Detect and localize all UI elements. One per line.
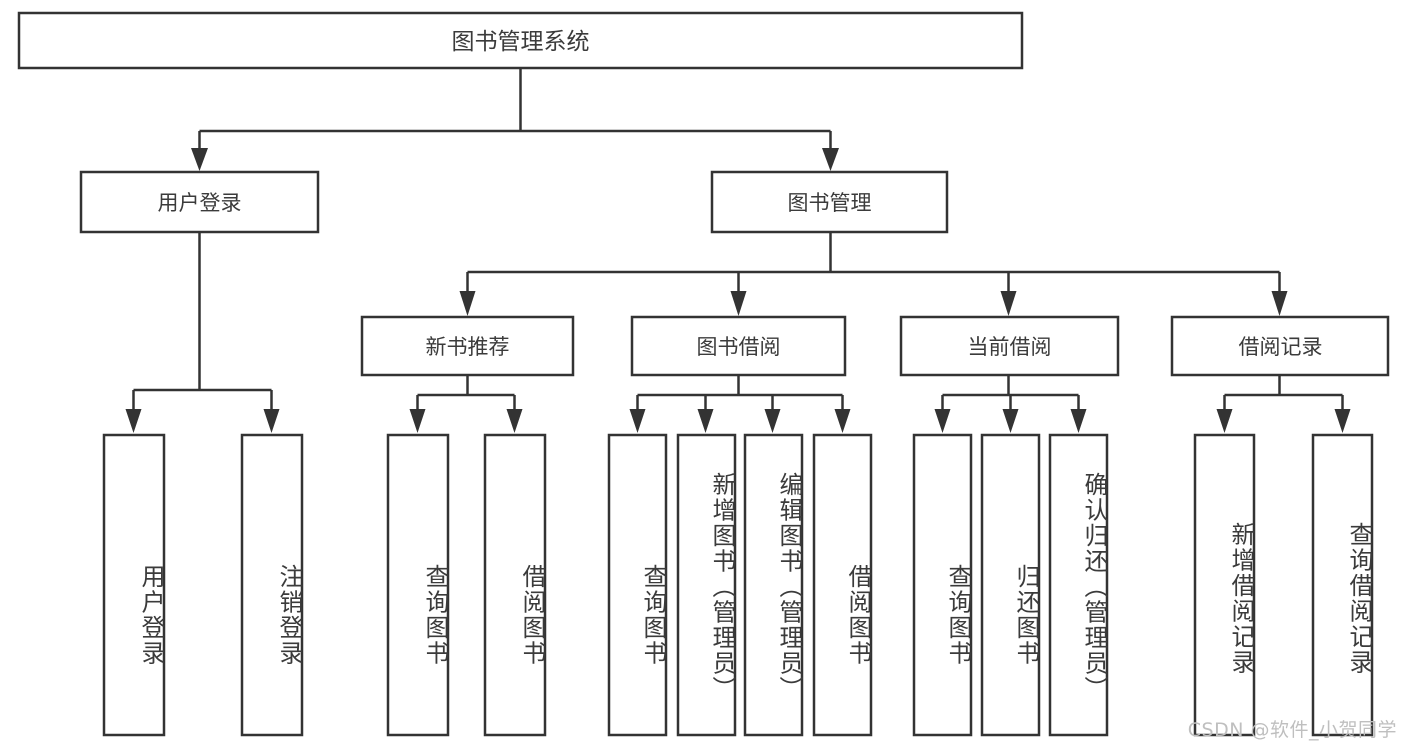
arrow-head-bb-leaf-3 [764,409,781,433]
connector-layer [125,68,1351,433]
arrow-head-nb-leaf-2 [506,409,523,433]
node-leaf-nb-query-book-box[interactable] [386,433,450,737]
node-leaf-logout-box[interactable] [240,433,304,737]
node-book-borrow-box[interactable] [630,315,847,377]
arrow-head-br-leaf-2 [1334,409,1351,433]
node-leaf-nb-borrow-book-box[interactable] [483,433,547,737]
node-leaf-bb-edit-book-box[interactable] [743,433,804,737]
node-leaf-cb-query-book-box[interactable] [912,433,973,737]
node-root-label: 图书管理系统 [452,29,590,55]
arrow-head-bb-leaf-4 [834,409,851,433]
node-new-book-recommend-label: 新书推荐 [426,335,510,359]
node-leaf-user-login-box[interactable] [102,433,166,737]
node-book-manage-label: 图书管理 [788,191,872,215]
arrow-head-cb-leaf-1 [934,409,951,433]
arrow-head-borrow-record [1271,291,1288,316]
arrow-head-leaf-user-login [125,409,142,433]
arrow-head-user-login [191,148,208,171]
node-leaf-bb-add-book-box[interactable] [676,433,737,737]
arrow-head-bb-leaf-2 [697,409,714,433]
node-book-manage-box[interactable] [710,170,949,234]
arrow-head-current-borrow [1000,291,1017,316]
node-current-borrow-label: 当前借阅 [968,335,1052,359]
arrow-head-leaf-logout [263,409,280,433]
arrow-head-bb-leaf-1 [629,409,646,433]
node-leaf-cb-return-book-box[interactable] [980,433,1041,737]
watermark-text: CSDN @软件_小贺同学 [1187,719,1397,741]
node-user-login-label: 用户登录 [158,191,242,215]
node-root-box[interactable] [17,11,1024,70]
node-leaf-br-add-record-box[interactable] [1193,433,1256,737]
node-current-borrow-box[interactable] [899,315,1120,377]
arrow-head-br-leaf-1 [1216,409,1233,433]
arrow-head-cb-leaf-3 [1070,409,1087,433]
node-borrow-records-box[interactable] [1170,315,1390,377]
arrow-head-book-borrow [730,291,747,316]
node-layer: 图书管理系统 用户登录 图书管理 新书推荐 图书借阅 当前借阅 借阅记录 [17,11,1390,737]
node-leaf-bb-query-book-box[interactable] [607,433,668,737]
node-user-login-box[interactable] [79,170,320,234]
node-new-book-recommend-box[interactable] [360,315,575,377]
node-borrow-records-label: 借阅记录 [1239,335,1323,359]
node-leaf-cb-confirm-return-box[interactable] [1048,433,1109,737]
arrow-head-cb-leaf-2 [1002,409,1019,433]
arrow-head-book-manage [822,148,839,171]
node-leaf-br-query-record-box[interactable] [1311,433,1374,737]
node-leaf-bb-borrow-book-box[interactable] [812,433,873,737]
node-book-borrow-label: 图书借阅 [697,335,781,359]
arrow-head-nb-leaf-1 [409,409,426,433]
arrow-head-new-book [459,291,476,316]
